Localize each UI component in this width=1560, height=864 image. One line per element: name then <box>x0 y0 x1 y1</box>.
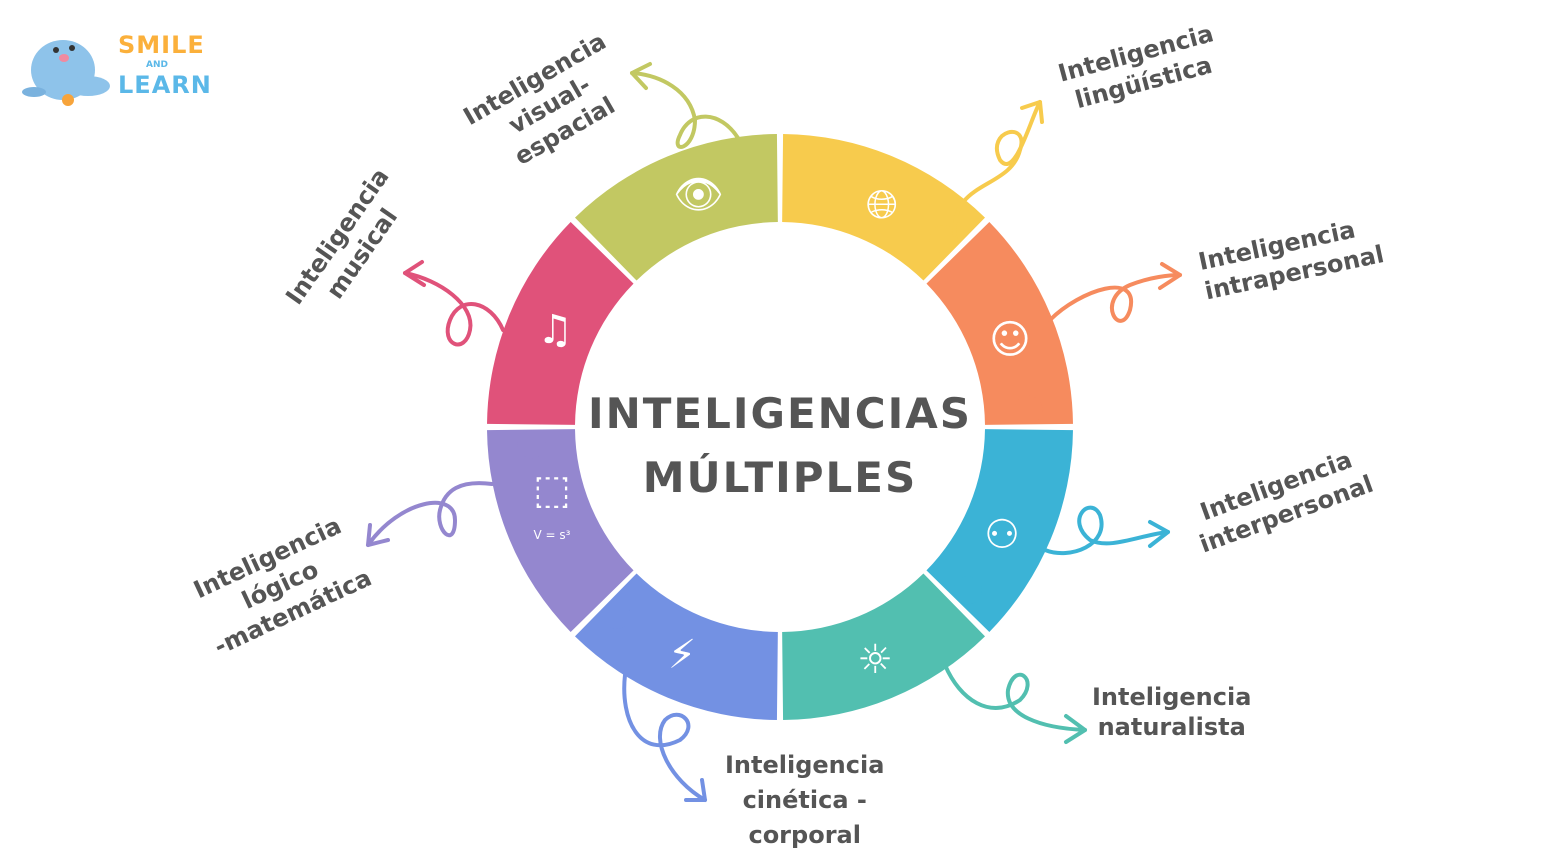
arrowhead-icon <box>1064 714 1087 744</box>
arrowhead-icon <box>1148 520 1170 548</box>
climbing-person-icon: ⚡︎ <box>667 632 697 678</box>
arrowhead-icon <box>684 778 707 802</box>
formula-text: V = s³ <box>533 528 571 542</box>
label-line: naturalista <box>1097 713 1246 741</box>
eye-browser-icon: 👁︎ <box>673 172 724 218</box>
curly-arrow-naturalista <box>943 663 1087 732</box>
curly-arrow-lógico-matemática <box>366 481 494 547</box>
arrowhead-icon <box>366 523 390 547</box>
logo-text-learn: LEARN <box>118 71 212 99</box>
people-talking-icon: ⚇ <box>984 512 1020 558</box>
seal-mascot-icon <box>22 40 110 106</box>
puzzle-tab <box>748 164 777 193</box>
ring-segment-naturalista <box>782 573 986 720</box>
music-notes-icon: ♫ <box>537 307 573 353</box>
puzzle-tab <box>578 249 607 278</box>
curly-arrow-visual-espacial <box>630 71 740 149</box>
label-cinetica-corporal: Inteligencia cinética - corporal <box>725 748 884 853</box>
arrowhead-icon <box>403 260 426 287</box>
puzzle-tab <box>929 225 958 254</box>
ring-segment-intrapersonal <box>926 221 1073 425</box>
title-line-2: MÚLTIPLES <box>642 453 918 502</box>
puzzle-tab <box>602 600 631 629</box>
puzzle-tab <box>517 430 546 459</box>
smile-and-learn-logo: SMILE AND LEARN <box>18 28 228 110</box>
curly-arrow-intrapersonal <box>1048 273 1182 323</box>
curly-arrow-cinética-corporal <box>622 673 707 802</box>
arrowhead-icon <box>1158 262 1182 290</box>
ring-segment-lógico-matemática <box>487 429 634 633</box>
label-line: Inteligencia <box>725 751 885 779</box>
title-line-1: INTELIGENCIAS <box>587 389 973 438</box>
head-profile-icon: ☺︎ <box>989 317 1031 363</box>
label-naturalista: Inteligencia naturalista <box>1092 682 1251 742</box>
arrowhead-icon <box>630 62 652 90</box>
label-line: cinética - <box>742 786 867 814</box>
arrowhead-icon <box>1020 100 1044 124</box>
globe-language-icon: 🌐︎ <box>866 182 898 228</box>
page-title: INTELIGENCIAS MÚLTIPLES <box>480 382 1080 510</box>
logo-text-and: AND <box>146 60 168 70</box>
label-line: corporal <box>748 821 861 849</box>
puzzle-tab <box>783 661 812 690</box>
ring-segment-visual-espacial <box>574 134 778 281</box>
logo-text-smile: SMILE <box>118 31 205 59</box>
curly-arrow-musical <box>403 271 505 347</box>
curly-arrow-lingüística <box>952 100 1042 237</box>
puzzle-tab <box>1014 395 1043 424</box>
curly-arrow-interpersonal <box>1043 505 1170 556</box>
label-line: Inteligencia <box>1092 683 1252 711</box>
cube-icon: ⬚ <box>533 467 571 513</box>
puzzle-tab <box>953 576 982 605</box>
mountain-sun-icon: ☼ <box>857 637 893 683</box>
